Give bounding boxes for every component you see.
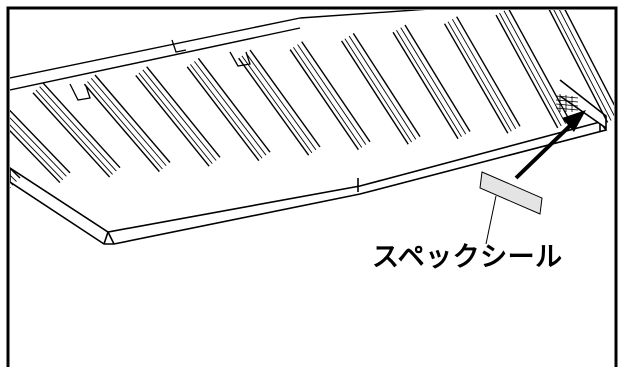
slat-line — [456, 16, 521, 127]
slat-line — [564, 10, 614, 106]
arrow-icon — [514, 110, 586, 180]
slat-line — [186, 66, 260, 162]
front-beam — [10, 79, 608, 245]
slat-line — [10, 129, 61, 184]
slat-line — [499, 12, 562, 127]
figure-frame — [6, 6, 618, 367]
slat-line — [190, 64, 263, 159]
slat-line — [10, 124, 64, 181]
slat-line — [495, 14, 559, 129]
spec-seal-label: スペックシール — [372, 242, 563, 273]
slat-line — [289, 49, 360, 151]
vent-grid — [555, 94, 579, 112]
slat-line — [90, 77, 167, 167]
slat-line — [87, 81, 163, 170]
slat-line — [352, 32, 421, 138]
slat-line — [344, 38, 412, 143]
slat-line — [443, 23, 509, 134]
slat-line — [404, 24, 471, 132]
slat-line — [293, 47, 363, 148]
slat-line — [400, 27, 467, 135]
slat-line — [451, 18, 517, 130]
slat-line — [142, 69, 217, 161]
slat-line — [447, 21, 512, 132]
slat-line — [249, 49, 321, 148]
deck-slats — [10, 10, 614, 189]
slat-line — [135, 75, 210, 167]
slat-line — [392, 31, 459, 140]
slat-line — [194, 61, 267, 156]
slat-line — [197, 57, 271, 153]
frame-assembly — [10, 10, 614, 245]
spec-sticker-icon — [479, 171, 543, 215]
slat-line — [348, 35, 417, 140]
slat-line — [340, 40, 409, 145]
slat-line — [559, 10, 614, 117]
slat-line — [10, 109, 71, 174]
slat-line — [10, 117, 67, 177]
slat-line — [503, 10, 567, 124]
slat-line — [548, 10, 609, 123]
slat-line — [94, 74, 171, 163]
slat-line — [553, 10, 612, 121]
slat-line — [245, 52, 317, 151]
slat-line — [42, 82, 121, 169]
slat-line — [396, 29, 462, 137]
slat-line — [39, 86, 117, 172]
leader-line — [485, 195, 497, 245]
slat-line — [301, 41, 371, 143]
slat-line — [83, 83, 160, 173]
slat-line — [32, 92, 111, 178]
rear-cross-beam — [10, 10, 426, 91]
slat-line — [297, 44, 367, 145]
slat-line — [35, 89, 113, 175]
slat-line — [241, 55, 313, 154]
slat-line — [238, 57, 310, 156]
slat-line — [138, 72, 213, 164]
frame-brackets — [69, 39, 251, 101]
slat-line — [146, 66, 221, 158]
